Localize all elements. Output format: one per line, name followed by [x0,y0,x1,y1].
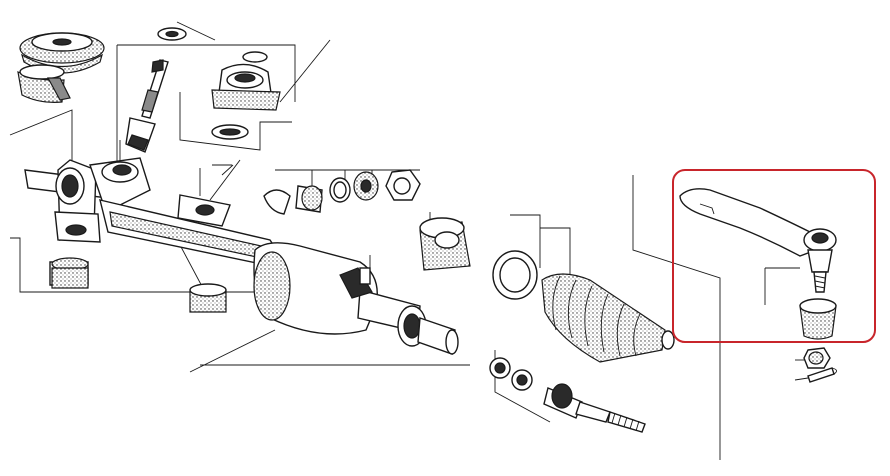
tie-rod-end [679,188,837,340]
mount-bushing-lower [17,64,71,103]
rack-bushing [419,217,471,271]
inner-tie-rod [489,357,646,433]
castle-nut [803,347,831,369]
rack-boot [541,273,675,363]
rack-housing [24,157,459,355]
boot-ribs [552,275,641,357]
fittings-row [263,169,421,215]
pinion-shaft [125,27,187,153]
cotter-pin [807,367,837,383]
boot-clamp [492,250,538,300]
leader-lines [9,21,810,460]
valve-housing [211,51,281,140]
mount-bushing-top [19,32,105,74]
tie-rod-end-highlight [672,169,876,343]
